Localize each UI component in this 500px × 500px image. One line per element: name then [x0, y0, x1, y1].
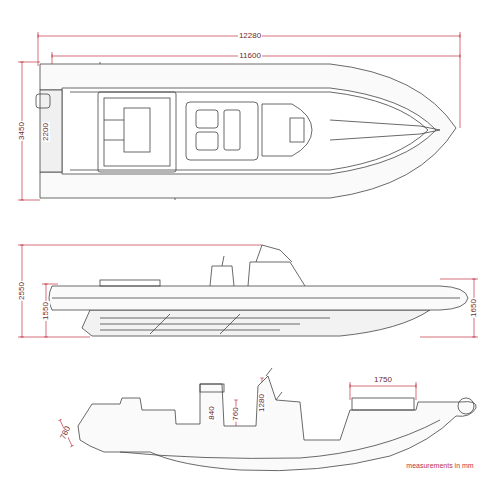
dimension-lines	[18, 32, 478, 446]
section-view	[78, 368, 476, 471]
side-view	[49, 245, 468, 336]
dimension-label: 3450	[18, 121, 26, 141]
dimension-label: 840	[208, 405, 216, 420]
dimension-label: 1550	[42, 301, 50, 321]
dimension-label: 780	[59, 424, 73, 441]
dimension-label: 1650	[470, 298, 478, 318]
dimension-label: 760	[232, 406, 240, 421]
dimension-label: 12280	[238, 32, 262, 40]
dimension-label: 11600	[238, 52, 262, 60]
dimension-label: 2550	[18, 281, 26, 301]
dimension-label: 1280	[258, 393, 266, 413]
plan-view	[36, 62, 456, 200]
dimension-label: 1750	[373, 376, 393, 384]
dimension-label: 2200	[42, 122, 50, 142]
note-text: measurements in mm	[405, 462, 474, 469]
